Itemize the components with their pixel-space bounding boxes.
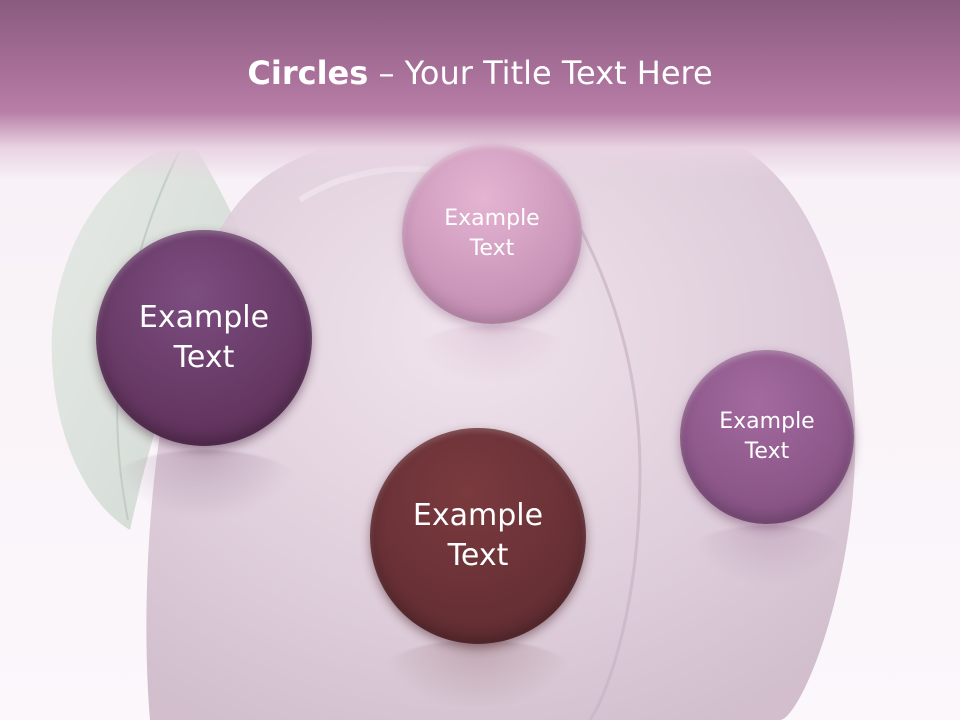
circle-2-label: Example Text bbox=[444, 206, 540, 261]
slide-title[interactable]: Circles – Your Title Text Here bbox=[0, 54, 960, 92]
circle-reflection bbox=[412, 325, 572, 385]
circle-2[interactable]: Example Text bbox=[402, 144, 582, 324]
circle-1-label: Example Text bbox=[138, 299, 270, 376]
circle-3-label: Example Text bbox=[719, 409, 815, 464]
circle-reflection bbox=[690, 525, 845, 585]
circle-reflection bbox=[110, 450, 300, 520]
circle-1[interactable]: Example Text bbox=[96, 230, 312, 446]
circle-3[interactable]: Example Text bbox=[680, 350, 854, 524]
title-rest: – Your Title Text Here bbox=[368, 54, 713, 92]
circle-4-label: Example Text bbox=[412, 497, 544, 574]
circle-reflection bbox=[380, 640, 575, 710]
title-bold-part: Circles bbox=[247, 54, 369, 92]
circle-4[interactable]: Example Text bbox=[370, 428, 586, 644]
